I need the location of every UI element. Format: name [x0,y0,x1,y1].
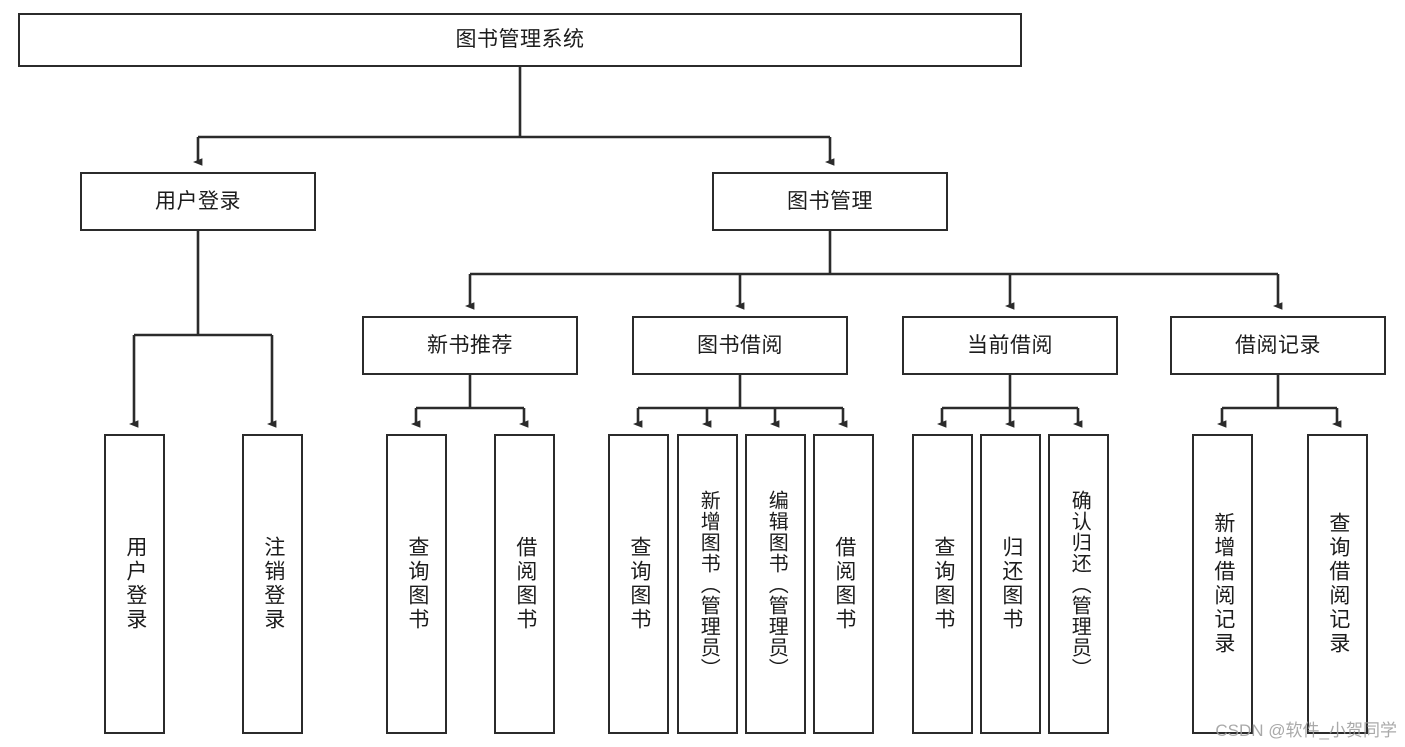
node-borrow-record-label: 借阅记录 [1235,333,1321,357]
node-leaf-user-login[interactable]: 用户登录 [104,434,165,734]
node-leaf-query-record-label: 查询借阅记录 [1326,512,1350,656]
node-book-manage-label: 图书管理 [787,189,873,213]
node-leaf-query-book-1[interactable]: 查询图书 [386,434,447,734]
watermark: CSDN @软件_小贺同学 [1215,721,1397,740]
node-leaf-query-book-3[interactable]: 查询图书 [912,434,973,734]
node-leaf-edit-book-label: 编辑图书（管理员） [765,489,788,679]
node-leaf-borrow-book-1-label: 借阅图书 [513,536,537,632]
node-leaf-return-book-label: 归还图书 [999,536,1023,632]
node-leaf-borrow-book-2[interactable]: 借阅图书 [813,434,874,734]
node-borrow-record[interactable]: 借阅记录 [1170,316,1386,375]
node-leaf-logout[interactable]: 注销登录 [242,434,303,734]
node-leaf-edit-book[interactable]: 编辑图书（管理员） [745,434,806,734]
node-book-borrow-label: 图书借阅 [697,333,783,357]
node-leaf-add-book-label: 新增图书（管理员） [697,489,720,679]
node-book-manage[interactable]: 图书管理 [712,172,948,231]
node-new-book-recommend-label: 新书推荐 [427,333,513,357]
node-root[interactable]: 图书管理系统 [18,13,1022,67]
node-leaf-query-book-2-label: 查询图书 [627,536,651,632]
node-leaf-add-record-label: 新增借阅记录 [1211,512,1235,656]
node-user-login-label: 用户登录 [155,189,241,213]
node-current-borrow[interactable]: 当前借阅 [902,316,1118,375]
node-leaf-confirm-return-label: 确认归还（管理员） [1068,489,1091,679]
node-leaf-query-book-1-label: 查询图书 [405,536,429,632]
node-user-login[interactable]: 用户登录 [80,172,316,231]
node-leaf-borrow-book-2-label: 借阅图书 [832,536,856,632]
node-root-label: 图书管理系统 [455,28,585,52]
node-new-book-recommend[interactable]: 新书推荐 [362,316,578,375]
node-book-borrow[interactable]: 图书借阅 [632,316,848,375]
node-leaf-add-record[interactable]: 新增借阅记录 [1192,434,1253,734]
node-leaf-query-book-3-label: 查询图书 [931,536,955,632]
node-leaf-user-login-label: 用户登录 [123,536,147,632]
node-leaf-logout-label: 注销登录 [261,536,285,632]
node-leaf-add-book[interactable]: 新增图书（管理员） [677,434,738,734]
node-leaf-borrow-book-1[interactable]: 借阅图书 [494,434,555,734]
node-leaf-query-book-2[interactable]: 查询图书 [608,434,669,734]
node-leaf-return-book[interactable]: 归还图书 [980,434,1041,734]
node-leaf-query-record[interactable]: 查询借阅记录 [1307,434,1368,734]
node-current-borrow-label: 当前借阅 [967,333,1053,357]
node-leaf-confirm-return[interactable]: 确认归还（管理员） [1048,434,1109,734]
